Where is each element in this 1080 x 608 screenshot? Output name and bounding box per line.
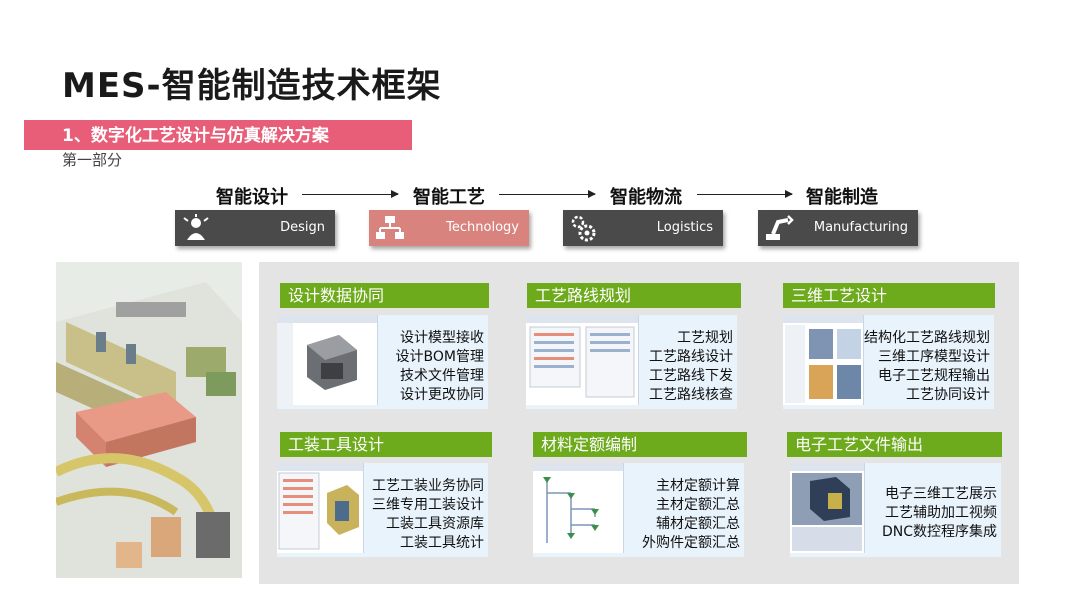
card-thumbnail [277, 315, 378, 405]
card-thumbnail [783, 315, 864, 405]
card-item: 工装工具资源库 [372, 515, 484, 534]
card-items: 主材定额计算 主材定额汇总 辅材定额汇总 外购件定额汇总 [642, 477, 740, 553]
card-design-data: 设计模型接收 设计BOM管理 技术文件管理 设计更改协同 [277, 315, 488, 409]
page-title: MES-智能制造技术框架 [62, 58, 442, 107]
card-thumbnail [790, 463, 865, 553]
flow-step-design: 智能设计 [216, 183, 288, 209]
flow-step-manufacturing: 智能制造 [806, 183, 878, 209]
stage-label: Design [280, 220, 325, 235]
card-item: 技术文件管理 [396, 367, 484, 386]
card-items: 设计模型接收 设计BOM管理 技术文件管理 设计更改协同 [396, 329, 484, 405]
card-item: 主材定额汇总 [642, 496, 740, 515]
stage-label: Logistics [657, 220, 713, 235]
card-item: 电子三维工艺展示 [882, 485, 997, 504]
card-item: 设计更改协同 [396, 386, 484, 405]
stage-logistics: Logistics [563, 210, 723, 246]
card-thumbnail [533, 463, 624, 553]
card-item: 工艺协同设计 [864, 386, 990, 405]
card-item: 设计模型接收 [396, 329, 484, 348]
card-material-quota: 主材定额计算 主材定额汇总 辅材定额汇总 外购件定额汇总 [533, 463, 744, 557]
card-process-route: 工艺规划 工艺路线设计 工艺路线下发 工艺路线核查 [526, 315, 737, 409]
flow-step-technology: 智能工艺 [413, 183, 485, 209]
card-item: 三维专用工装设计 [372, 496, 484, 515]
card-items: 结构化工艺路线规划 三维工序模型设计 电子工艺规程输出 工艺协同设计 [864, 329, 990, 405]
card-3d-process: 结构化工艺路线规划 三维工序模型设计 电子工艺规程输出 工艺协同设计 [783, 315, 994, 409]
card-item: 辅材定额汇总 [642, 515, 740, 534]
factory-floor-image [56, 262, 242, 578]
card-thumbnail [526, 315, 639, 405]
card-item: 工艺辅助加工视频 [882, 504, 997, 523]
flow-arrow-2 [499, 194, 595, 195]
card-item: 三维工序模型设计 [864, 348, 990, 367]
card-thumbnail [277, 463, 364, 553]
stage-manufacturing: Manufacturing [758, 210, 918, 246]
card-item: DNC数控程序集成 [882, 523, 997, 542]
card-item: 工艺路线设计 [649, 348, 733, 367]
card-items: 工艺工装业务协同 三维专用工装设计 工装工具资源库 工装工具统计 [372, 477, 484, 553]
card-header-tooling-design: 工装工具设计 [280, 432, 492, 457]
card-item: 电子工艺规程输出 [864, 367, 990, 386]
card-header-3d-process: 三维工艺设计 [783, 283, 995, 308]
flow-arrow-1 [302, 194, 398, 195]
card-item: 主材定额计算 [642, 477, 740, 496]
flow-arrow-3 [697, 194, 792, 195]
card-item: 工艺路线下发 [649, 367, 733, 386]
card-header-e-process-output: 电子工艺文件输出 [787, 432, 1002, 457]
card-header-material-quota: 材料定额编制 [533, 432, 747, 457]
robot-arm-icon [764, 214, 794, 242]
card-item: 外购件定额汇总 [642, 534, 740, 553]
card-item: 工艺规划 [649, 329, 733, 348]
network-icon [375, 214, 405, 242]
card-tooling-design: 工艺工装业务协同 三维专用工装设计 工装工具资源库 工装工具统计 [277, 463, 488, 557]
card-item: 设计BOM管理 [396, 348, 484, 367]
stage-technology: Technology [369, 210, 529, 246]
stage-design: Design [175, 210, 335, 246]
card-item: 工装工具统计 [372, 534, 484, 553]
card-item: 工艺工装业务协同 [372, 477, 484, 496]
user-lightbulb-icon [181, 214, 211, 242]
stage-label: Manufacturing [814, 220, 908, 235]
section-banner-text: 1、数字化工艺设计与仿真解决方案 [62, 121, 329, 146]
card-header-design-data: 设计数据协同 [280, 283, 489, 308]
gears-icon [569, 214, 599, 242]
card-header-process-route: 工艺路线规划 [527, 283, 741, 308]
card-items: 工艺规划 工艺路线设计 工艺路线下发 工艺路线核查 [649, 329, 733, 405]
card-e-process-output: 电子三维工艺展示 工艺辅助加工视频 DNC数控程序集成 [790, 463, 1001, 557]
card-items: 电子三维工艺展示 工艺辅助加工视频 DNC数控程序集成 [882, 485, 997, 542]
card-item: 工艺路线核查 [649, 386, 733, 405]
part-label: 第一部分 [62, 149, 122, 170]
card-item: 结构化工艺路线规划 [864, 329, 990, 348]
stage-label: Technology [446, 220, 519, 235]
flow-step-logistics: 智能物流 [610, 183, 682, 209]
